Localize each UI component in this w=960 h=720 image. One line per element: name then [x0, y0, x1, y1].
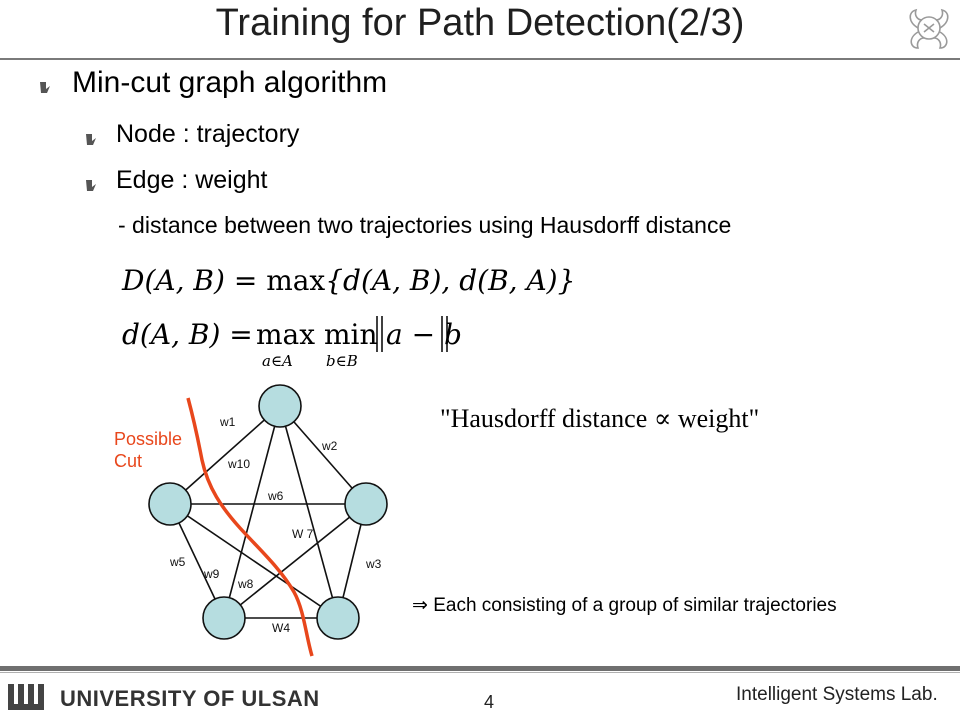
hausdorff-description: - distance between two trajectories usin…: [118, 212, 732, 238]
edge-label: w5: [169, 555, 186, 569]
possible-cut-label-line2: Cut: [114, 451, 143, 471]
page-number: 4: [484, 692, 495, 712]
edge-w8: [223, 503, 367, 619]
bullet-node: Node : trajectory: [116, 120, 300, 148]
graph-node: [316, 596, 360, 640]
graph-node: [202, 596, 246, 640]
edge-label: w1: [219, 415, 236, 429]
possible-cut-label: Possible Cut: [114, 428, 182, 472]
bullet-arrow-icon: [40, 82, 50, 93]
edge-label: w9: [203, 567, 220, 581]
trajectory-group-note: ⇒ Each consisting of a group of similar …: [412, 595, 837, 616]
formula-norm-bars: [376, 316, 448, 352]
footer-lab-name: Intelligent Systems Lab.: [736, 684, 938, 705]
formula-directed-hausdorff: d(A, B) =: [122, 318, 253, 351]
edge-label: w6: [267, 489, 284, 503]
edge-label: W4: [272, 621, 290, 635]
slide-title: Training for Path Detection(2/3): [215, 2, 745, 44]
formula-hausdorff: D(A, B) = max{d(A, B), d(B, A)}: [122, 264, 575, 297]
edge-label: w8: [237, 577, 254, 591]
bullet-edge: Edge : weight: [116, 166, 268, 194]
formula-norm: a − b: [386, 318, 462, 351]
bullet-min-cut: Min-cut graph algorithm: [72, 66, 388, 99]
edge-label: w2: [321, 439, 338, 453]
edge-w7: [279, 405, 339, 619]
formula-min-op: min: [324, 318, 378, 351]
hausdorff-proportional-weight: "Hausdorff distance ∝ weight": [440, 404, 760, 433]
formula-lhs: D(A, B): [122, 264, 225, 297]
possible-cut-label-line1: Possible: [114, 429, 183, 449]
footer-divider: [0, 666, 960, 671]
graph-node: [258, 384, 302, 428]
graph-node: [344, 482, 388, 526]
bullet-arrow-icon: [86, 180, 96, 191]
title-divider: [0, 58, 960, 60]
formula-equals: =: [229, 318, 253, 351]
footer-divider-thin: [0, 672, 960, 673]
edge-label: w3: [365, 557, 382, 571]
footer-university: UNIVERSITY OF ULSAN: [60, 686, 320, 711]
min-cut-graph: w1 w2 w3 W4 w5 w6 W 7 w8 w9 w10: [148, 384, 388, 657]
edge-w9: [169, 503, 339, 619]
edge-w1: [169, 405, 281, 505]
edge-label: w10: [227, 457, 250, 471]
possible-cut-curve: [186, 397, 314, 657]
formula-rhs: {d(A, B), d(B, A)}: [325, 264, 576, 297]
formula-lhs: d(A, B): [122, 318, 221, 351]
university-logo-icon: [8, 684, 44, 710]
edge-label: W 7: [292, 527, 314, 541]
formula-equals: =: [233, 264, 258, 297]
bullet-arrow-icon: [86, 134, 96, 145]
graph-node: [148, 482, 192, 526]
formula-max-op: max: [256, 318, 316, 351]
formula-max: max: [266, 264, 326, 297]
formula-max-subscript: a∈A: [262, 352, 293, 370]
edge-w10: [223, 405, 281, 619]
formula-min-subscript: b∈B: [326, 352, 358, 370]
university-emblem-icon: [909, 8, 949, 49]
formula-norm-expr: a − b: [386, 318, 462, 351]
